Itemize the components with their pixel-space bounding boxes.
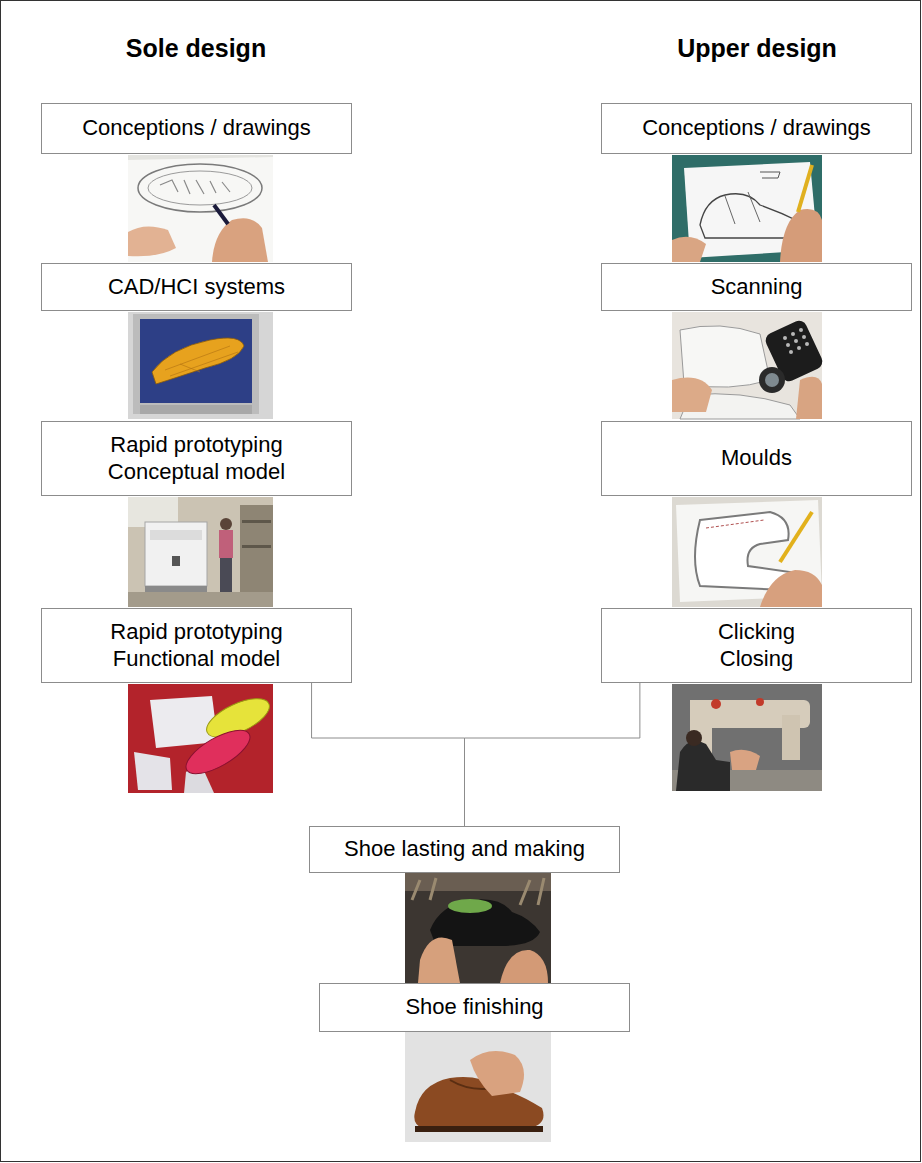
sketch-photo xyxy=(672,155,822,262)
column-heading: Upper design xyxy=(677,33,837,63)
models-photo xyxy=(128,684,275,793)
finishing-photo xyxy=(405,1032,551,1142)
process-box: Shoe finishing xyxy=(319,983,630,1032)
box-label: Conceptions / drawings xyxy=(82,115,311,141)
process-box: CAD/HCI systems xyxy=(41,263,352,311)
box-label: Moulds xyxy=(721,445,792,471)
process-box: Scanning xyxy=(601,263,912,311)
process-box: Shoe lasting and making xyxy=(309,826,620,873)
box-label: CAD/HCI systems xyxy=(108,274,285,300)
box-label: Shoe lasting and making xyxy=(344,836,585,862)
connector-line xyxy=(312,683,465,826)
connector-line xyxy=(465,683,640,826)
process-box: Rapid prototyping Functional model xyxy=(41,608,352,683)
sewing-photo xyxy=(672,684,822,791)
process-box: Rapid prototyping Conceptual model xyxy=(41,421,352,496)
box-label: Conceptions / drawings xyxy=(642,115,871,141)
column-heading: Sole design xyxy=(126,33,266,63)
sketch-photo xyxy=(128,155,273,262)
box-label: Rapid prototyping Functional model xyxy=(92,619,302,672)
box-label: Scanning xyxy=(711,274,803,300)
scanning-photo xyxy=(672,312,825,419)
process-box: Clicking Closing xyxy=(601,608,912,683)
moulds-photo xyxy=(672,497,822,607)
box-label: Clicking Closing xyxy=(702,619,812,672)
process-box: Conceptions / drawings xyxy=(41,103,352,154)
box-label: Shoe finishing xyxy=(405,994,543,1020)
process-box: Conceptions / drawings xyxy=(601,103,912,154)
process-box: Moulds xyxy=(601,421,912,496)
lasting-photo xyxy=(405,873,551,983)
cad-photo xyxy=(128,312,273,419)
printer-photo xyxy=(128,497,273,607)
box-label: Rapid prototyping Conceptual model xyxy=(92,432,302,485)
